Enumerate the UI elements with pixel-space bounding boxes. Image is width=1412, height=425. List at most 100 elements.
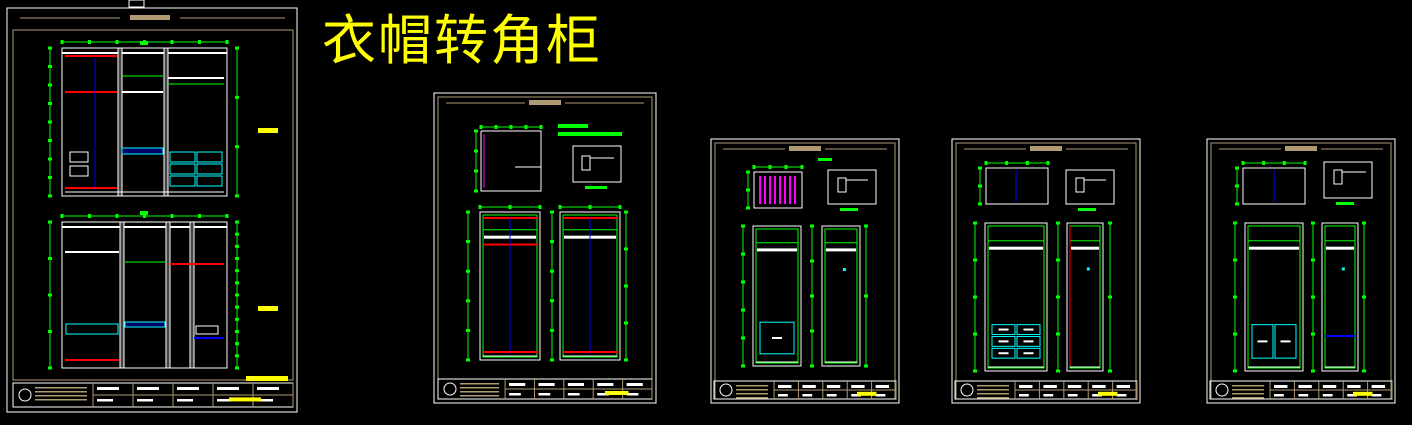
drawer-front [1016, 324, 1041, 335]
drawer-front [991, 347, 1016, 359]
title-block-text [1092, 385, 1106, 388]
note-text [558, 132, 622, 136]
detail-label [840, 208, 858, 211]
title-block-text [1116, 385, 1131, 388]
drawer-front [991, 324, 1016, 335]
drawer-front [759, 321, 795, 355]
dimension-tick [48, 65, 52, 68]
dimension-text [140, 41, 148, 45]
dimension-tick [48, 46, 52, 50]
title-block-text [538, 393, 551, 396]
detail-callout-frame [1323, 161, 1373, 199]
dimension-tick [1233, 332, 1237, 336]
dimension-tick [550, 240, 554, 244]
logo-text-line [35, 391, 87, 393]
title-block-text [257, 387, 279, 390]
dimension-tick [1311, 332, 1315, 336]
company-logo-icon [960, 383, 974, 397]
sheet-border [6, 7, 298, 413]
detail-profile [837, 177, 847, 193]
dimension-tick [474, 169, 478, 173]
detail-label [1078, 208, 1096, 211]
dimension-tick [810, 294, 814, 298]
vertical-panel [119, 221, 125, 369]
dimension-tick [1233, 295, 1237, 299]
dimension-tick [741, 336, 745, 340]
dimension-tick [198, 40, 201, 44]
dimension-tick [235, 232, 239, 236]
dimension-tick [235, 194, 239, 198]
logo-text-line [1232, 393, 1265, 395]
title-block-text [1322, 394, 1333, 397]
dimension-tick [235, 220, 239, 224]
header-label [529, 100, 561, 105]
dimension-tick [1056, 221, 1060, 225]
dimension-tick [478, 205, 482, 209]
title-block-text [597, 383, 614, 386]
dimension-tick [115, 214, 119, 218]
logo-text-line [1232, 397, 1265, 399]
sheet-border [433, 92, 657, 404]
title-block-text [567, 383, 585, 386]
dimension-tick [88, 214, 91, 218]
dimension-tick [235, 330, 239, 333]
logo-text-line [460, 391, 500, 393]
dimension-tick [143, 214, 146, 218]
title-block-text [1043, 385, 1057, 388]
sheet-5-cabinet [1206, 138, 1396, 404]
dimension-tick [60, 40, 64, 44]
cabinet-inner-outline [562, 214, 618, 358]
detail-profile [581, 155, 591, 171]
drawer-front [1251, 324, 1274, 359]
dimension-tick [810, 364, 814, 368]
dimension-tick [800, 165, 804, 169]
company-logo-icon [443, 382, 457, 396]
plan-view-outline [480, 130, 542, 192]
company-logo-icon [1215, 383, 1229, 397]
dimension-tick [1241, 161, 1245, 165]
sheet-border [1206, 138, 1396, 404]
drawer-handle [998, 352, 1009, 355]
dimension-tick [550, 269, 554, 273]
dimension-tick [741, 224, 745, 228]
logo-text-line [977, 393, 1010, 395]
dimension-tick [170, 40, 174, 44]
dimension-tick [618, 205, 622, 209]
logo-text-line [35, 387, 87, 389]
dimension-tick [1108, 221, 1112, 225]
dimension-tick [746, 188, 750, 192]
sheet-number-tag [1352, 391, 1373, 396]
drawer-handle [1280, 340, 1291, 343]
dimension-tick [225, 40, 229, 44]
dimension-tick [550, 358, 554, 362]
drawer-handle [1023, 328, 1034, 331]
dimension-tick [1056, 369, 1060, 373]
title-block-text [509, 383, 526, 386]
sheet-1-overview [6, 0, 298, 413]
elevation-label [258, 128, 278, 133]
sheet-number-tag [604, 391, 629, 395]
logo-text-line [35, 399, 87, 401]
cabinet-outline [752, 225, 802, 367]
title-block-text [177, 399, 193, 402]
dimension-tick [48, 330, 52, 333]
dimension-tick [235, 293, 239, 297]
cabinet-outline [479, 211, 541, 361]
dimension-tick [1108, 369, 1112, 373]
dimension-tick [48, 257, 52, 260]
logo-text-line [460, 395, 500, 397]
drawer-front [169, 151, 196, 163]
title-block-text [802, 385, 816, 388]
title-block-text [826, 385, 841, 388]
dimension-tick [1025, 161, 1029, 165]
logo-text-line [736, 393, 769, 395]
detail-callout-frame [827, 169, 877, 205]
dimension-tick [741, 364, 745, 368]
dimension-tick [88, 40, 91, 44]
dimension-tick [235, 281, 239, 285]
plan-view-outline [1242, 167, 1306, 205]
sheet-3-cabinet [710, 138, 900, 404]
dimension-tick [1235, 184, 1239, 188]
drawer-strip [121, 147, 164, 155]
